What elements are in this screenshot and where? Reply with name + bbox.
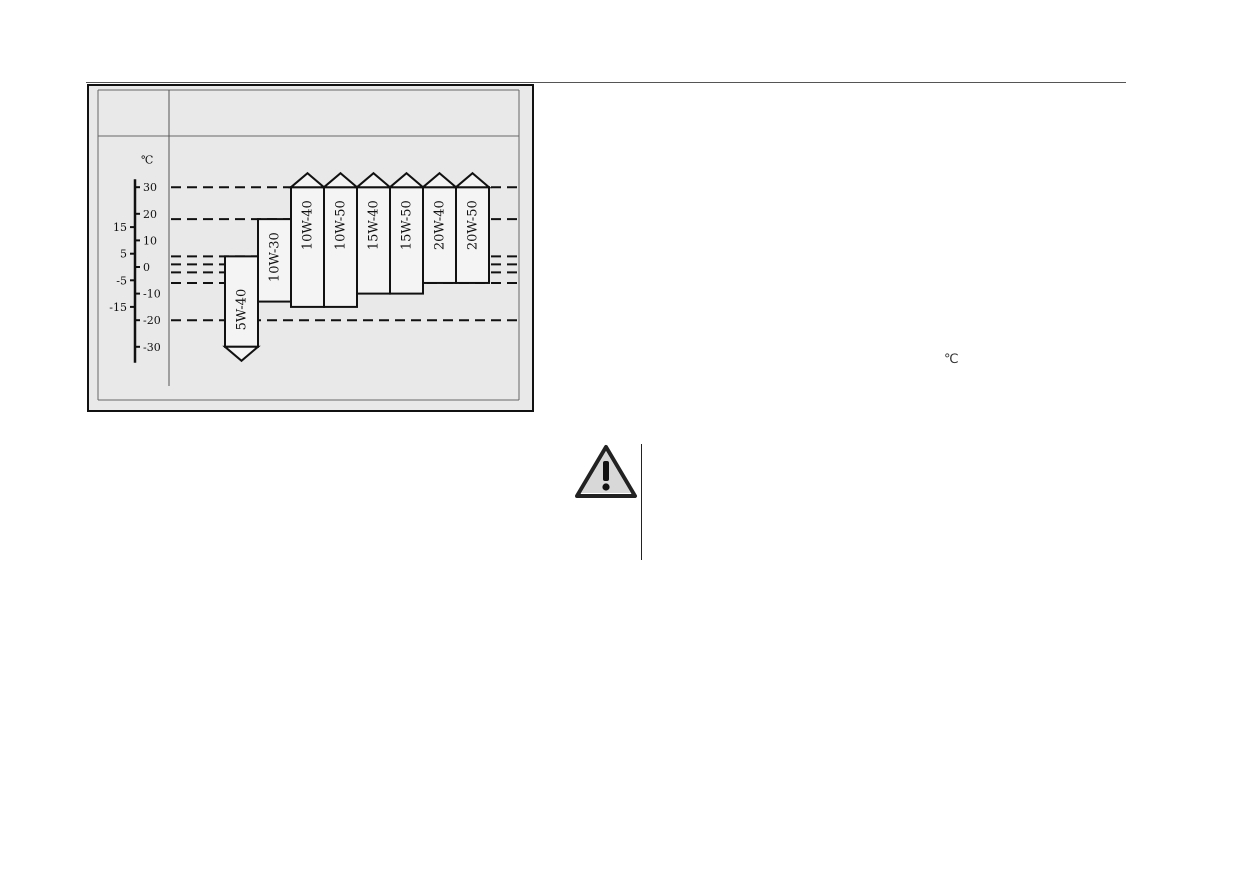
band-label: 5W-40 [235, 289, 250, 331]
axis-tick-label-left: 5 [120, 248, 127, 261]
band-bar [323, 186, 358, 308]
band-bar [389, 186, 424, 295]
band-arrow-up [420, 171, 459, 189]
unit-note: ℃ [944, 352, 959, 367]
axis-tick-label-left: -5 [116, 274, 127, 287]
axis-tick-label-right: 30 [143, 181, 157, 194]
band-label: 15W-40 [367, 200, 382, 250]
axis-tick-label-right: 0 [143, 261, 150, 274]
axis-unit-label: ℃ [141, 153, 153, 166]
band-label: 20W-40 [433, 200, 448, 250]
band-arrow-up [321, 171, 360, 189]
band-label: 10W-50 [334, 200, 349, 250]
band-label: 15W-50 [400, 200, 415, 250]
axis-tick-label-right: -20 [143, 314, 161, 327]
band-arrow-up [288, 171, 327, 189]
warning-divider [641, 444, 642, 560]
top-rule [86, 82, 1126, 83]
band-label: 20W-50 [466, 200, 481, 250]
axis-tick-label-right: 10 [143, 234, 157, 247]
axis-tick-label-right: 20 [143, 208, 157, 221]
chart-canvas: ℃ 30 20 10 0 -10 -20 -30 15 5 -5 -15 5W-40 10W-30 10W-… [97, 89, 520, 401]
band-bar [455, 186, 490, 284]
band-arrow-down [222, 345, 261, 363]
band-arrow-up [354, 171, 393, 189]
band-label: 10W-30 [268, 232, 283, 282]
axis-tick-label-right: -30 [143, 341, 161, 354]
axis-tick-label-left: -15 [109, 301, 127, 314]
band-arrow-up [387, 171, 426, 189]
band-bar [356, 186, 391, 295]
band-arrow-up [453, 171, 492, 189]
oil-viscosity-chart: ℃ 30 20 10 0 -10 -20 -30 15 5 -5 -15 5W-40 10W-30 10W-… [87, 84, 534, 412]
axis-tick-label-left: 15 [113, 221, 127, 234]
warning-triangle-icon [575, 445, 637, 498]
band-label: 10W-40 [301, 200, 316, 250]
axis-tick-label-right: -10 [143, 288, 161, 301]
